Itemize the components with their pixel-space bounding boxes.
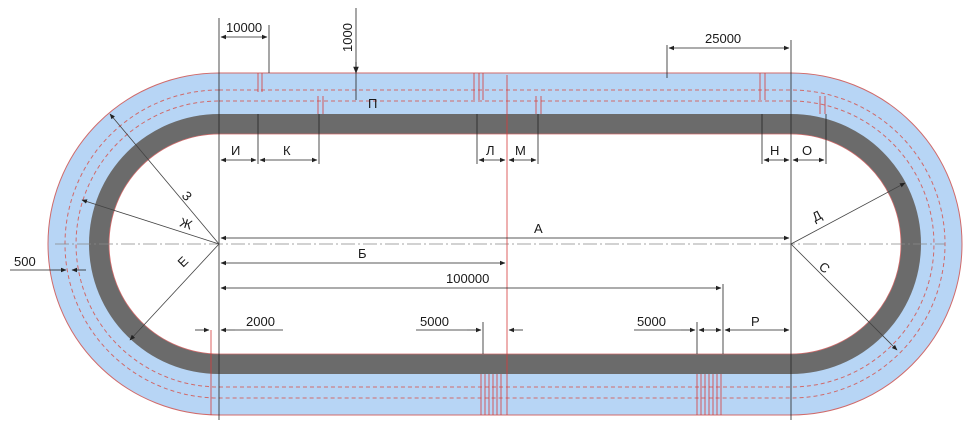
- dim-5000-mid: 5000: [416, 314, 523, 354]
- label-N: Н: [770, 143, 779, 158]
- dim-2000: 2000: [195, 314, 283, 333]
- right-radii: [790, 182, 906, 351]
- dim-500: 500: [10, 254, 86, 273]
- dim-1000-text: 1000: [340, 23, 355, 52]
- label-P: П: [368, 96, 377, 111]
- dim-25000-text: 25000: [705, 31, 741, 46]
- inner-dims-row: [220, 114, 827, 164]
- lane-dashed-outer: [64, 89, 946, 399]
- dim-100000-text: 100000: [446, 271, 489, 286]
- left-radii: [81, 113, 220, 341]
- dim-5000-right: 5000 Р: [634, 314, 790, 354]
- dim-5000-right-text: 5000: [637, 314, 666, 329]
- label-K: К: [283, 143, 291, 158]
- dim-10000-text: 10000: [226, 20, 262, 35]
- label-Zh: Ж: [178, 215, 194, 233]
- dim-5000-mid-text: 5000: [420, 314, 449, 329]
- dim-2000-text: 2000: [246, 314, 275, 329]
- red-markers-bottom: [480, 374, 722, 415]
- dim-25000: 25000: [666, 31, 790, 78]
- lane-dashed-inner: [75, 100, 935, 388]
- label-L: Л: [486, 143, 495, 158]
- label-O: О: [802, 143, 812, 158]
- dim-500-text: 500: [14, 254, 36, 269]
- label-M: М: [515, 143, 526, 158]
- dim-1000: 1000: [340, 8, 359, 100]
- label-R: Р: [751, 314, 760, 329]
- label-B: Б: [358, 246, 367, 261]
- red-markers-top: [257, 73, 826, 114]
- label-I: И: [231, 143, 240, 158]
- label-A: А: [534, 221, 543, 236]
- dim-10000: 10000: [220, 20, 270, 73]
